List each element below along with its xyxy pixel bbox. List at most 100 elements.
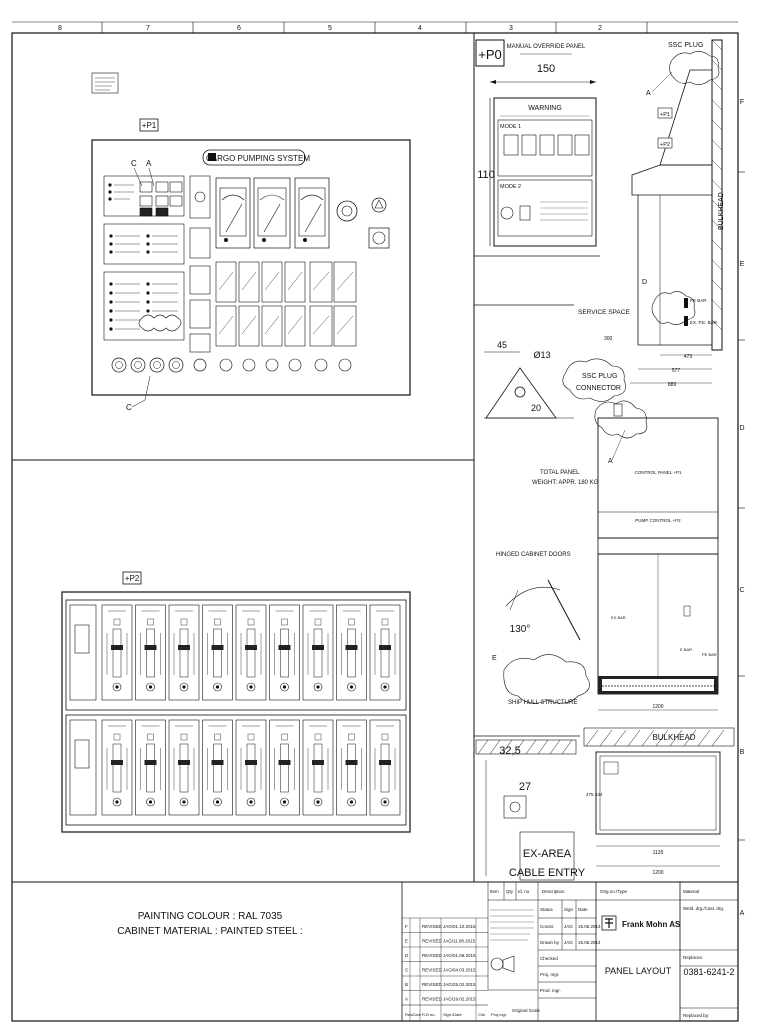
column-labels: 8 7 6 5 4 3 2 (58, 25, 602, 32)
dim-27: 27 (519, 781, 531, 793)
row-label: C (739, 587, 744, 594)
revision-cloud (562, 358, 626, 402)
revision-desc: REVISED (422, 997, 443, 1002)
hinged-doors-label: HINGED CABINET DOORS (496, 552, 571, 558)
pump-slider-handle (278, 760, 291, 765)
date-label: Date (578, 907, 588, 912)
revision-desc: REVISED (422, 939, 443, 944)
hdr-qty: Qty (506, 889, 514, 894)
p1-tag: +P1 (142, 121, 157, 130)
revision-cloud (594, 400, 648, 439)
revision-desc: REVISED (422, 924, 443, 929)
front-view: SSC PLUG CONNECTOR CONTROL PANEL +P1 PUM… (492, 358, 719, 711)
footer-rdno: R.D.no. (422, 1012, 436, 1017)
revision-letter: D (405, 953, 409, 958)
pump-slider-handle (345, 645, 358, 650)
ssc-plug-label: SSC PLUG (668, 42, 703, 49)
pump-slider-handle (312, 645, 324, 650)
lifting-eye-detail: 45 Ø13 20 (474, 304, 574, 419)
pump-slider (246, 628, 256, 678)
front-callout-a: A (608, 458, 613, 465)
p1-tag-box (139, 118, 159, 132)
pump-slider-handle (245, 760, 257, 765)
control-panel-label: CONTROL PANEL +P1 (635, 470, 682, 475)
hdr-orig: Orig.no./Type (600, 889, 628, 894)
pump-slider-handle (345, 760, 358, 765)
col-label: 5 (328, 25, 332, 32)
dim-13: Ø13 (533, 350, 550, 360)
pump-slider (112, 628, 122, 678)
pump-slider (380, 628, 390, 678)
cabinet-material-note: CABINET MATERIAL : PAINTED STEEL : (117, 926, 302, 937)
dim-20: 20 (531, 403, 541, 413)
replaces-label: Replaces: (683, 955, 703, 960)
pump-slider-handle (211, 645, 224, 650)
col-label: 2 (598, 25, 602, 32)
p0-mode2: MODE 2 (500, 184, 521, 190)
side-dim-889: 889 (668, 382, 677, 388)
side-tag-p1: +P1 (660, 112, 670, 118)
company-logo-icon (601, 915, 617, 931)
revision-date: JAG/25.02.2015 (443, 982, 476, 987)
revision-letter: C (405, 968, 409, 973)
service-space-dim: 300 (604, 336, 613, 342)
pump-slider-handle (312, 760, 324, 765)
sign-label: Sign (564, 907, 574, 912)
constr-date: 15.06.2014 (578, 924, 601, 929)
original-scale: Original Scale (512, 1008, 541, 1013)
col-label: 3 (509, 25, 513, 32)
plan-bulkhead: BULKHEAD (652, 733, 695, 742)
col-label: 8 (58, 25, 62, 32)
title-block: Item Qty Id. no Description Orig.no./Typ… (401, 882, 738, 1021)
row-labels: F E D C B A (739, 99, 744, 917)
side-dim-473: 473 (684, 354, 693, 360)
col-label: 4 (418, 25, 422, 32)
hdr-item: Item (490, 889, 499, 894)
p1-alarm-group (103, 223, 185, 265)
pump-slider (347, 743, 356, 793)
constr-label: Constr. (540, 924, 554, 929)
callout-c-top: C (131, 159, 137, 168)
pump-slider-handle (178, 645, 190, 650)
ex-area-label: EX-AREA (523, 848, 572, 860)
p2-pump-modules (101, 604, 401, 816)
row-label: A (740, 910, 745, 917)
side-tag-p2: +P2 (660, 142, 670, 148)
hdr-material: Material (683, 889, 699, 894)
ssc-connector-2: CONNECTOR (576, 385, 621, 392)
revision-cloud (651, 291, 696, 325)
footer-rev: Rev (405, 1012, 412, 1017)
pump-slider (313, 628, 323, 678)
p0-panel: +P0 MANUAL OVERRIDE PANEL 150 110 WARNIN… (475, 39, 597, 247)
pump-slider (112, 743, 122, 793)
side-view: SSC PLUG BULKHEAD +P1 +P2 A D PE BAR EX.… (578, 39, 725, 388)
plan-cabinet (595, 751, 721, 835)
hdr-idno: Id. no (518, 889, 530, 894)
callout-a-top: A (146, 159, 152, 168)
replaced-by-label: Replaced by: (683, 1013, 709, 1018)
proj-mgr-label: Proj. mgr. (540, 972, 559, 977)
pump-slider (179, 743, 189, 793)
revision-date: JAG/04.03.2015 (443, 968, 476, 973)
drawn-by-label: Drawn by (540, 940, 560, 945)
col-label: 6 (237, 25, 241, 32)
pump-slider (280, 628, 289, 678)
pump-slider (146, 628, 155, 678)
footer-chk: Chk (478, 1012, 485, 1017)
bulkhead-label: BULKHEAD (718, 192, 725, 230)
pump-slider (347, 628, 356, 678)
revision-desc: REVISED (422, 982, 443, 987)
pump-slider (213, 628, 222, 678)
projection-symbol (490, 957, 504, 971)
callout-c-bottom: C (126, 403, 132, 412)
revision-desc: REVISED (422, 953, 443, 958)
p0-height-dim: 110 (477, 169, 495, 181)
selector-knob (336, 200, 358, 222)
e-bar-label: E BAR (680, 647, 692, 652)
revision-desc: REVISED (422, 968, 443, 973)
pump-slider (246, 743, 256, 793)
pump-slider (380, 743, 390, 793)
side-ex-bar: EX. P.E. BAR (690, 320, 718, 325)
